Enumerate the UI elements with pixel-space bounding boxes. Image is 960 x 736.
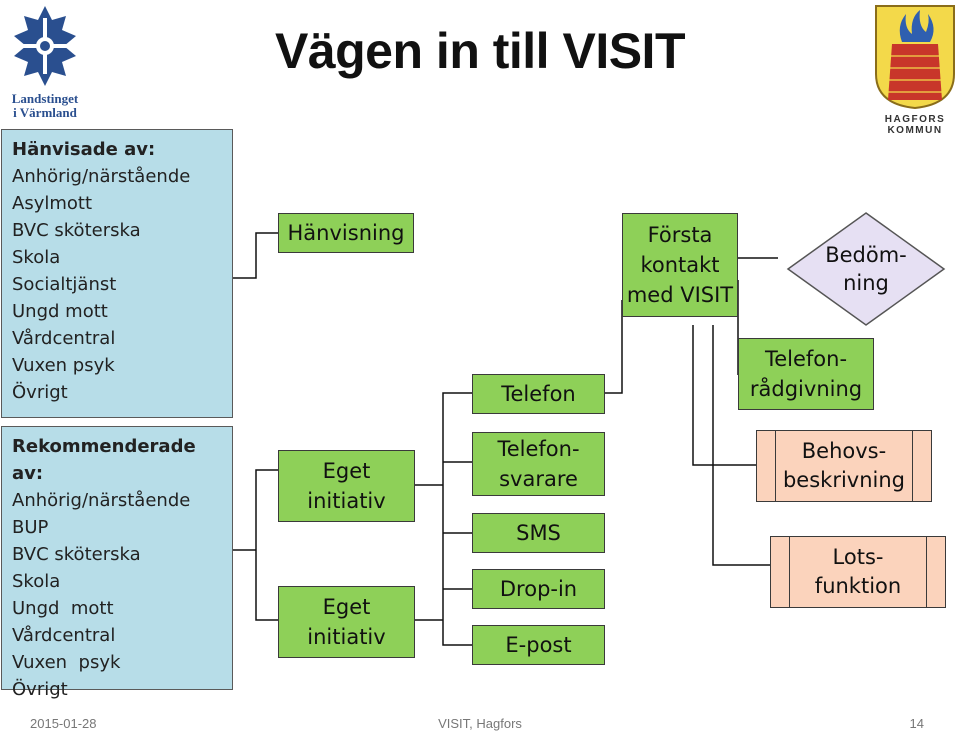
telefonsvarare-box: Telefon- svarare bbox=[472, 432, 605, 496]
landstinget-logo: Landstinget i Värmland bbox=[2, 4, 88, 120]
list-item: Övrigt bbox=[12, 382, 68, 403]
list-item: Skola bbox=[12, 571, 61, 592]
box-side-bar bbox=[926, 537, 945, 607]
bedomning-diamond: Bedöm- ning bbox=[786, 211, 946, 327]
box-side-bar bbox=[757, 431, 776, 501]
logo-text-line2: i Värmland bbox=[13, 105, 77, 120]
list-item: BVC sköterska bbox=[12, 544, 141, 565]
list-item: Vuxen psyk bbox=[12, 652, 121, 673]
footer-center: VISIT, Hagfors bbox=[438, 716, 522, 731]
list-item: Asylmott bbox=[12, 193, 93, 214]
coat-of-arms-icon bbox=[875, 5, 955, 110]
box-side-bar bbox=[912, 431, 931, 501]
behovsbeskrivning-label: Behovs- beskrivning bbox=[782, 439, 906, 492]
list-item: Skola bbox=[12, 247, 61, 268]
snowflake-icon bbox=[14, 6, 76, 86]
footer-date: 2015-01-28 bbox=[30, 716, 97, 731]
page-number: 14 bbox=[909, 716, 924, 731]
hagfors-text: HAGFORS KOMMUN bbox=[884, 114, 946, 136]
recommended-by-box: Rekommenderade av: Anhörig/närstående BU… bbox=[1, 426, 233, 700]
eget-initiativ-box-2: Eget initiativ bbox=[278, 586, 415, 658]
list-item: Ungd mott bbox=[12, 598, 114, 619]
sms-box: SMS bbox=[472, 513, 605, 553]
lotsfunktion-box: Lots- funktion bbox=[770, 536, 946, 608]
epost-box: E-post bbox=[472, 625, 605, 665]
telefon-box: Telefon bbox=[472, 374, 605, 414]
list-item: Anhörig/närstående bbox=[12, 166, 191, 187]
bedomning-label: Bedöm- ning bbox=[825, 243, 907, 295]
box-side-bar bbox=[771, 537, 790, 607]
hanvisning-box: Hänvisning bbox=[278, 213, 414, 253]
logo-text-line1: Landstinget bbox=[11, 91, 79, 106]
telefonradgivning-box: Telefon- rådgivning bbox=[738, 338, 874, 410]
list-item: Vårdcentral bbox=[12, 328, 116, 349]
diamond-shape bbox=[786, 212, 946, 326]
hagfors-logo: HAGFORS KOMMUN bbox=[872, 4, 958, 136]
eget-initiativ-box-1: Eget initiativ bbox=[278, 450, 415, 522]
page-title: Vägen in till VISIT bbox=[274, 23, 686, 79]
dropin-box: Drop-in bbox=[472, 569, 605, 609]
list-item: BVC sköterska bbox=[12, 220, 141, 241]
list-item: Vårdcentral bbox=[12, 625, 116, 646]
list-item: BUP bbox=[12, 517, 49, 538]
forsta-kontakt-box: Första kontakt med VISIT bbox=[622, 213, 738, 317]
list-item: Vuxen psyk bbox=[12, 355, 115, 376]
list-item: Anhörig/närstående bbox=[12, 490, 191, 511]
behovsbeskrivning-box: Behovs- beskrivning bbox=[756, 430, 932, 502]
referred-by-box: Hänvisade av: Anhörig/närstående Asylmot… bbox=[1, 129, 233, 418]
recommended-heading: Rekommenderade av: bbox=[12, 436, 196, 484]
list-item: Socialtjänst bbox=[12, 274, 117, 295]
lotsfunktion-label: Lots- funktion bbox=[814, 545, 902, 598]
referred-heading: Hänvisade av: bbox=[12, 139, 156, 160]
list-item: Ungd mott bbox=[12, 301, 108, 322]
list-item: Övrigt bbox=[12, 679, 68, 700]
